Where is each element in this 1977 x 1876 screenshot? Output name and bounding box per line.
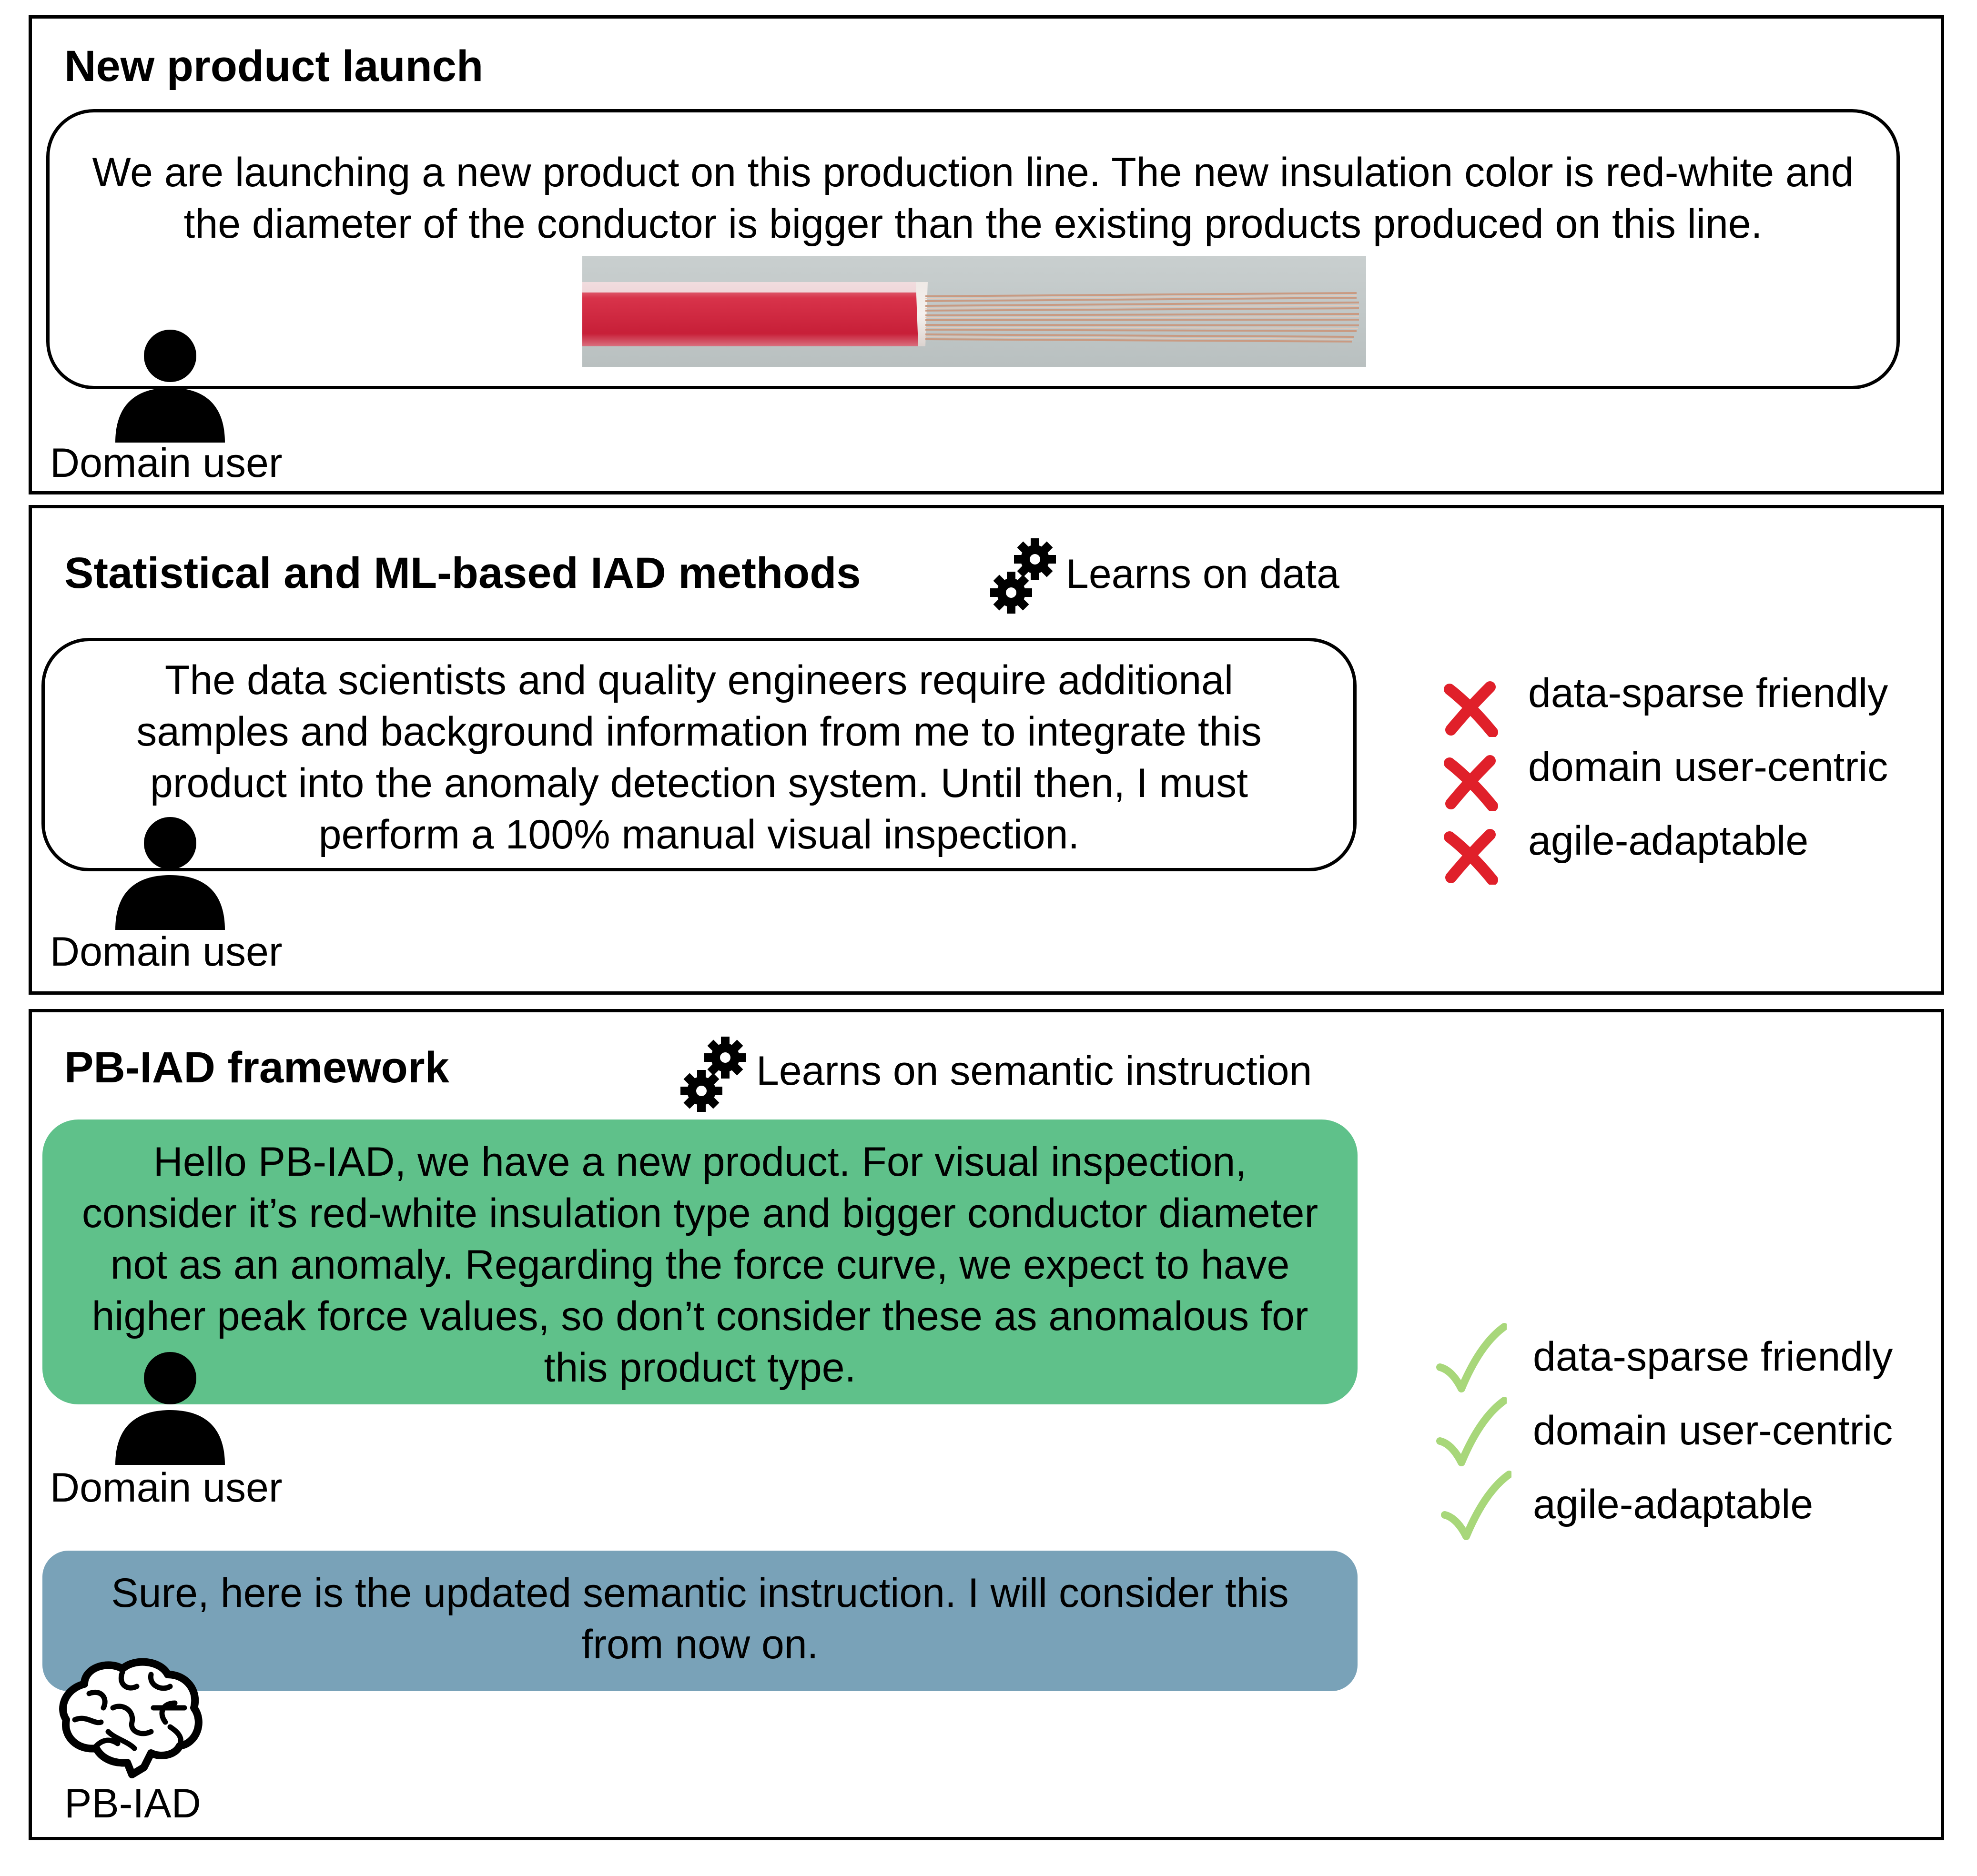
user-icon xyxy=(113,816,227,930)
user-label: Domain user xyxy=(50,1465,283,1511)
panel-title: PB-IAD framework xyxy=(64,1043,449,1092)
gear-icon xyxy=(990,538,1061,614)
user-label: Domain user xyxy=(50,929,283,975)
learns-label: Learns on semantic instruction xyxy=(756,1048,1312,1094)
user-icon xyxy=(113,1351,227,1465)
panel-statistical-ml-methods: Statistical and ML-based IAD methods xyxy=(29,505,1944,995)
cross-icon xyxy=(1442,754,1500,811)
panel-title: Statistical and ML-based IAD methods xyxy=(64,549,861,597)
bubble-text: Hello PB-IAD, we have a new product. For… xyxy=(81,1139,1318,1391)
criterion-label: agile-adaptable xyxy=(1533,1482,1814,1527)
cross-icon xyxy=(1442,680,1500,737)
agent-label: PB-IAD xyxy=(64,1781,201,1826)
panel-pb-iad-framework: PB-IAD framework Le xyxy=(29,1009,1944,1840)
user-label: Domain user xyxy=(50,440,283,486)
criterion-label: data-sparse friendly xyxy=(1528,670,1888,716)
speech-bubble: The data scientists and quality engineer… xyxy=(41,638,1357,871)
cable-photo xyxy=(582,256,1366,367)
criterion-label: agile-adaptable xyxy=(1528,818,1809,864)
user-message-bubble: Hello PB-IAD, we have a new product. For… xyxy=(42,1120,1358,1404)
criterion-label: domain user-centric xyxy=(1533,1408,1893,1453)
criterion-label: domain user-centric xyxy=(1528,744,1888,790)
panel-title: New product launch xyxy=(64,42,484,91)
bubble-text: Sure, here is the updated semantic instr… xyxy=(111,1570,1289,1667)
learns-label: Learns on data xyxy=(1066,551,1339,597)
gear-icon xyxy=(680,1036,751,1112)
bubble-text: We are launching a new product on this p… xyxy=(92,150,1854,247)
check-icon xyxy=(1435,1396,1507,1467)
bubble-text: The data scientists and quality engineer… xyxy=(136,657,1262,857)
brain-icon xyxy=(56,1655,206,1779)
panel-new-product-launch: New product launch We are launching a ne… xyxy=(29,15,1944,494)
response-bubble: Sure, here is the updated semantic instr… xyxy=(42,1551,1358,1691)
criterion-label: data-sparse friendly xyxy=(1533,1334,1893,1380)
user-icon xyxy=(113,328,227,443)
check-icon xyxy=(1435,1322,1507,1393)
check-icon xyxy=(1440,1470,1511,1541)
cross-icon xyxy=(1442,827,1500,885)
